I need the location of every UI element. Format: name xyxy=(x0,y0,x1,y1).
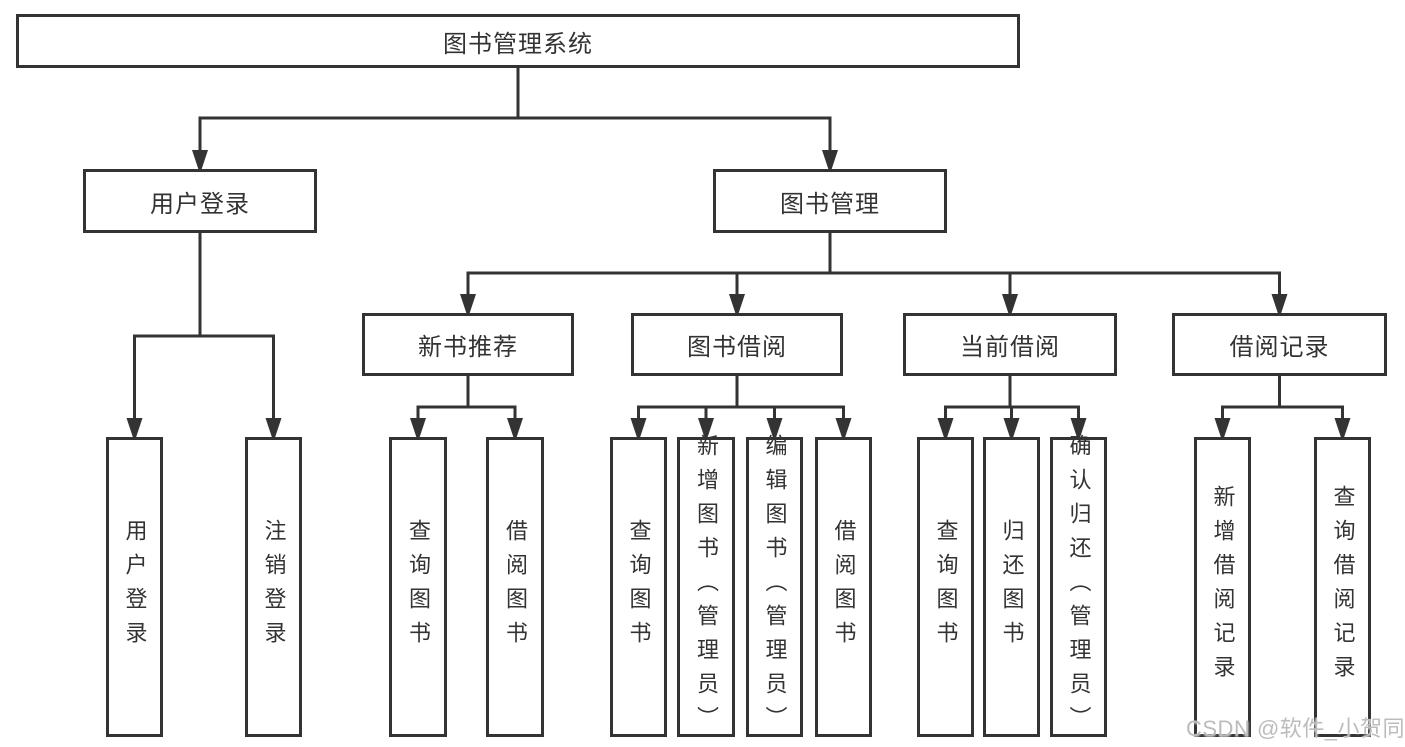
node-box-book-borrow: 图书借阅 xyxy=(631,313,843,376)
node-label-v-add-book: 新增图书（管理员） xyxy=(694,434,719,740)
node-label-v-edit-book: 编辑图书（管理员） xyxy=(762,434,788,740)
watermark: CSDN @软件_小贺同学 xyxy=(1186,716,1405,741)
node-box-v-query-book-3: 查询图书 xyxy=(917,437,974,737)
node-label-current-borrow: 当前借阅 xyxy=(960,334,1060,361)
node-box-v-borrow-book-2: 借阅图书 xyxy=(815,437,872,737)
node-box-book-mgmt: 图书管理 xyxy=(713,169,947,233)
node-box-v-query-borrow-record: 查询借阅记录 xyxy=(1314,437,1371,737)
node-label-user-login: 用户登录 xyxy=(150,190,250,218)
node-box-new-book-rec: 新书推荐 xyxy=(362,313,574,376)
node-label-v-query-book-2: 查询图书 xyxy=(626,519,652,655)
node-label-v-query-book-1: 查询图书 xyxy=(406,519,431,655)
node-label-v-query-book-3: 查询图书 xyxy=(933,519,959,655)
node-label-borrow-records: 借阅记录 xyxy=(1229,334,1330,361)
edge-lines xyxy=(133,66,1344,426)
node-box-v-logout: 注销登录 xyxy=(245,437,302,737)
node-box-v-add-book: 新增图书（管理员） xyxy=(677,434,735,740)
node-label-v-query-borrow-record: 查询借阅记录 xyxy=(1330,485,1356,689)
node-box-borrow-records: 借阅记录 xyxy=(1172,313,1387,376)
arrowhead-icon xyxy=(126,150,1351,442)
node-box-v-query-book-2: 查询图书 xyxy=(610,437,667,737)
node-box-v-add-borrow-record: 新增借阅记录 xyxy=(1194,437,1251,737)
node-label-new-book-rec: 新书推荐 xyxy=(418,334,518,361)
node-label-v-return-book: 归还图书 xyxy=(999,519,1025,655)
node-box-current-borrow: 当前借阅 xyxy=(903,313,1117,376)
node-label-v-borrow-book-1: 借阅图书 xyxy=(503,519,528,655)
node-box-v-user-login: 用户登录 xyxy=(106,437,163,737)
node-label-root: 图书管理系统 xyxy=(443,30,593,58)
node-box-user-login: 用户登录 xyxy=(83,169,317,233)
node-label-book-mgmt: 图书管理 xyxy=(780,190,880,218)
node-box-root: 图书管理系统 xyxy=(16,14,1020,68)
node-label-v-logout: 注销登录 xyxy=(261,519,287,655)
node-label-v-user-login: 用户登录 xyxy=(122,519,148,655)
node-label-v-confirm-return: 确认归还（管理员） xyxy=(1066,434,1092,740)
node-box-v-confirm-return: 确认归还（管理员） xyxy=(1050,434,1107,740)
node-label-book-borrow: 图书借阅 xyxy=(687,334,787,361)
node-box-v-borrow-book-1: 借阅图书 xyxy=(486,437,544,737)
node-box-v-edit-book: 编辑图书（管理员） xyxy=(746,434,803,740)
node-label-v-borrow-book-2: 借阅图书 xyxy=(831,519,857,655)
node-box-v-query-book-1: 查询图书 xyxy=(389,437,447,737)
node-label-v-add-borrow-record: 新增借阅记录 xyxy=(1210,485,1236,689)
node-box-v-return-book: 归还图书 xyxy=(983,437,1040,737)
